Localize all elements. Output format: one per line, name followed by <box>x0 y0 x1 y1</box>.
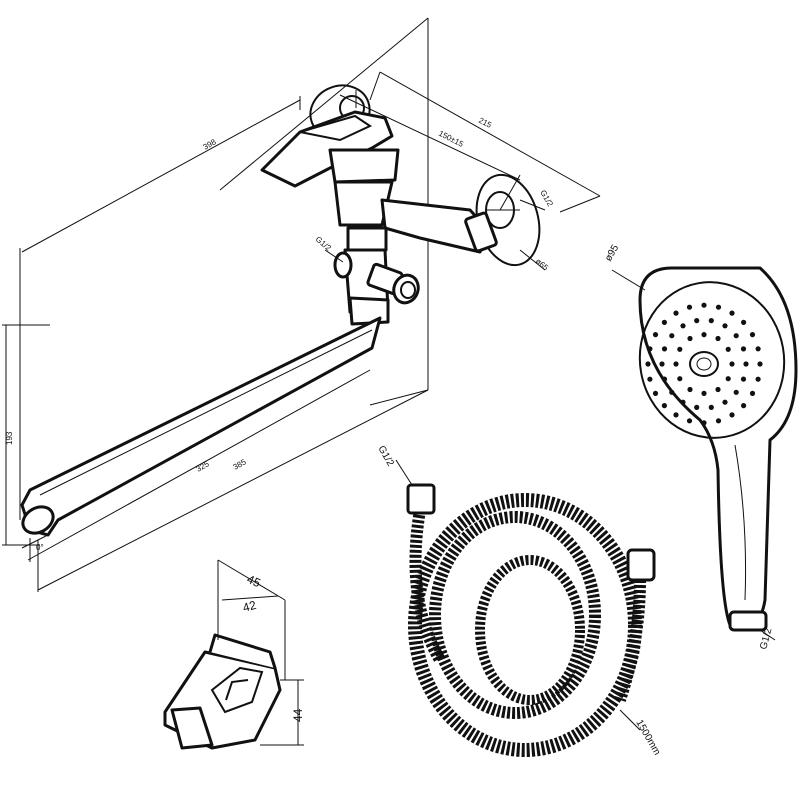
dim-hose-length: 1500mm <box>633 718 662 757</box>
shower-hose: G1/2 1500mm <box>375 444 662 757</box>
spray-nozzle <box>743 361 749 367</box>
spray-nozzle <box>659 361 665 367</box>
hand-shower: ø95 G1/2 <box>603 243 798 651</box>
spray-nozzle <box>661 346 668 352</box>
diverter <box>333 248 420 326</box>
spray-nozzle <box>740 376 747 382</box>
spray-nozzle <box>701 332 707 338</box>
spray-nozzle <box>701 420 707 426</box>
spray-nozzle <box>673 412 679 418</box>
spray-nozzle <box>725 376 731 382</box>
spray-nozzle <box>708 404 714 410</box>
dim-diverter-thread: G1/2 <box>314 235 333 253</box>
spray-nozzle <box>652 332 659 338</box>
spray-nozzle <box>669 333 675 339</box>
spray-nozzle <box>687 335 693 342</box>
spray-nozzle <box>677 376 683 382</box>
spray-nozzle <box>661 403 668 409</box>
spray-nozzle <box>757 361 763 367</box>
spray-nozzle <box>729 361 735 367</box>
spray-nozzle <box>715 386 721 393</box>
spray-nozzle <box>680 399 686 405</box>
spray-nozzle <box>645 361 651 367</box>
spray-nozzle <box>694 404 700 410</box>
spray-nozzle <box>694 318 700 324</box>
spray-nozzle <box>722 399 728 405</box>
spray-nozzle <box>725 346 731 352</box>
spray-nozzles <box>645 302 763 426</box>
mixer-dimensions <box>2 71 601 592</box>
spray-nozzle <box>715 335 721 342</box>
spray-nozzle <box>733 333 739 339</box>
spray-nozzle <box>722 323 728 329</box>
spray-nozzle <box>740 346 747 352</box>
spray-nozzle <box>673 310 679 316</box>
spray-nozzle <box>741 319 747 325</box>
bath-mixer <box>20 84 541 537</box>
spray-nozzle <box>680 323 686 329</box>
spray-nozzle <box>661 376 668 382</box>
spray-nozzle <box>701 302 707 308</box>
spray-nozzle <box>715 418 722 424</box>
dim-holder-width-outer: 45 <box>245 572 263 590</box>
spray-nozzle <box>749 332 756 338</box>
shower-holder: 45 42 44 <box>163 559 305 750</box>
spray-nozzle <box>687 386 693 393</box>
spray-nozzle <box>708 318 714 324</box>
spray-nozzle <box>749 390 756 396</box>
spray-nozzle <box>741 403 747 409</box>
dim-wall-thread: G1/2 <box>538 189 555 209</box>
spray-nozzle <box>701 390 707 396</box>
spray-nozzle <box>677 346 683 352</box>
spray-nozzle <box>686 418 693 424</box>
spray-nozzle <box>686 304 693 310</box>
spray-nozzle <box>652 390 659 396</box>
spray-nozzle <box>729 310 735 316</box>
spray-nozzle <box>673 361 679 367</box>
dim-spout-length-b: 385 <box>232 457 249 472</box>
spray-nozzle <box>647 376 653 382</box>
spray-nozzle <box>715 304 722 310</box>
dim-hose-thread: G1/2 <box>375 444 396 469</box>
lever-handle <box>260 110 400 188</box>
dim-center-distance: 150±15 <box>437 129 465 149</box>
long-spout <box>20 316 382 537</box>
dim-spout-length-a: 325 <box>195 459 212 474</box>
dim-overall-width: 398 <box>202 137 219 152</box>
spray-nozzle <box>661 319 668 325</box>
mixer-body <box>333 180 498 254</box>
spray-nozzle <box>729 412 735 418</box>
dim-height: 193 <box>5 431 14 445</box>
dim-holder-height: 44 <box>291 708 305 722</box>
spray-nozzle <box>755 376 761 382</box>
spray-nozzle <box>669 389 675 395</box>
dim-spout-angle: 0° <box>36 543 44 552</box>
spray-nozzle <box>647 346 653 352</box>
spray-nozzle <box>733 389 739 395</box>
dim-shower-diameter: ø95 <box>603 243 621 264</box>
dim-flange-diameter: ø65 <box>534 257 551 273</box>
spray-nozzle <box>755 346 761 352</box>
dim-holder-width-inner: 42 <box>241 598 258 615</box>
